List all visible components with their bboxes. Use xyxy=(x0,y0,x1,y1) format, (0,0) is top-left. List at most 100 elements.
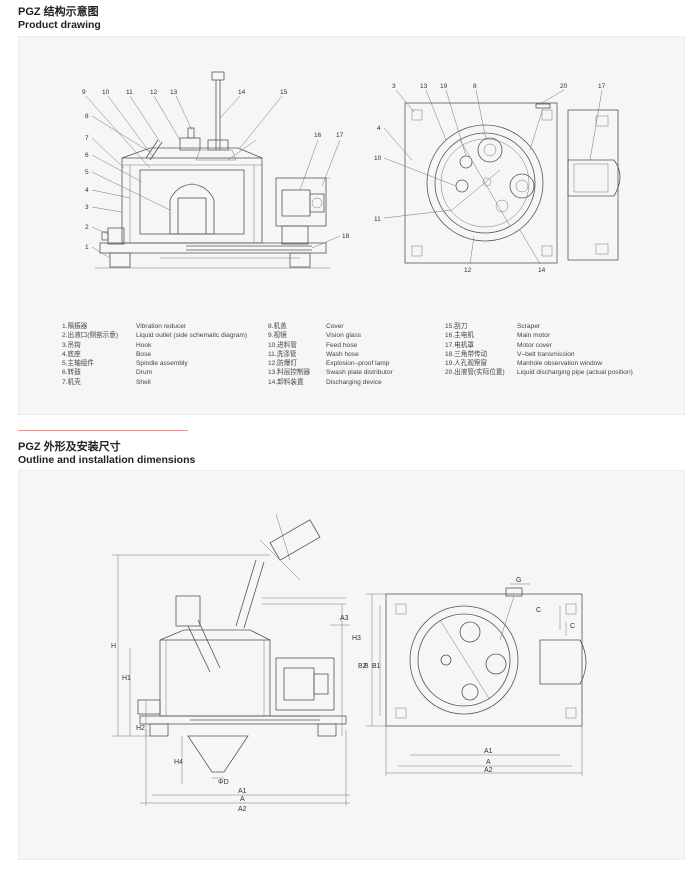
legend-item-en: Vision glass xyxy=(326,332,362,340)
top-label-14: 14 xyxy=(538,267,546,274)
section1-title-cn: PGZ 结构示意图 xyxy=(18,6,99,18)
dim-a2-top: A2 xyxy=(484,767,493,774)
dim-a2-side: A2 xyxy=(238,806,247,813)
section2-title: PGZ 外形及安装尺寸 Outline and installation dim… xyxy=(18,441,195,467)
legend-column-1: 1.隔振器 Vibration reducer 2.出液口(侧剖示意) Liquid … xyxy=(62,322,247,387)
product-drawing-panel xyxy=(18,36,685,415)
legend-item-en: Motor cover xyxy=(517,341,552,349)
legend-item-cn: 2.出液口(侧剖示意) xyxy=(62,332,119,340)
legend-item-cn: 18.三角带传动 xyxy=(445,350,488,358)
dim-b: B xyxy=(364,663,369,670)
legend-item-cn: 9.视镜 xyxy=(268,332,287,340)
legend-item-en: Shell xyxy=(136,378,151,386)
top-label-12: 12 xyxy=(464,267,472,274)
legend-item-en: Feed hose xyxy=(326,341,358,349)
dim-a-side: A xyxy=(240,796,245,803)
legend-item-en: Bose xyxy=(136,350,152,358)
legend-item: 4.底座 Bose xyxy=(62,350,247,359)
top-label-8: 8 xyxy=(473,83,477,90)
legend-column-2: 8.机盖 Cover 9.视镜 Vision glass 10.进料管 Feed hose… xyxy=(268,322,393,387)
top-label-10: 10 xyxy=(374,155,382,162)
legend-item-en: V–belt transmission xyxy=(517,350,575,358)
dim-a3: A3 xyxy=(340,615,349,622)
dim-c-1: C xyxy=(536,607,541,614)
legend-item-cn: 11.洗涤管 xyxy=(268,350,297,358)
top-view: 3 13 19 8 20 17 4 10 11 12 14 xyxy=(374,83,621,274)
legend-item-cn: 13.料层控制器 xyxy=(268,369,311,377)
front-label-11: 11 xyxy=(126,89,133,96)
front-label-10: 10 xyxy=(102,89,110,96)
legend-item: 8.机盖 Cover xyxy=(268,322,393,331)
legend-item-en: Main motor xyxy=(517,332,550,340)
front-label-4: 4 xyxy=(85,187,89,194)
front-label-1: 1 xyxy=(85,244,89,251)
top-label-13: 13 xyxy=(420,83,428,90)
top-label-19: 19 xyxy=(440,83,448,90)
outline-dimensions-panel xyxy=(18,470,685,860)
section2-title-cn: PGZ 外形及安装尺寸 xyxy=(18,441,121,453)
legend-item-cn: 20.出液管(实际位置) xyxy=(445,369,505,377)
legend-item-cn: 8.机盖 xyxy=(268,323,287,330)
legend-item-cn: 6.转鼓 xyxy=(62,369,81,377)
dim-b1: B1 xyxy=(372,663,381,670)
section1-title: PGZ 结构示意图 Product drawing xyxy=(18,6,101,32)
dim-a-top: A xyxy=(486,759,491,766)
front-label-6: 6 xyxy=(85,152,89,159)
legend-item-en: Manhole observation window xyxy=(517,360,603,368)
legend-item-en: Vibration reducer xyxy=(136,323,187,330)
legend-item-cn: 10.进料管 xyxy=(268,341,297,349)
front-label-8: 8 xyxy=(85,113,89,120)
legend-item: 18.三角带传动 V–belt transmission xyxy=(445,350,633,359)
legend-item-en: Liquid outlet (side schematic diagram) xyxy=(136,332,248,340)
top-label-20: 20 xyxy=(560,83,568,90)
legend-item-cn: 17.电机罩 xyxy=(445,341,474,349)
top-label-3: 3 xyxy=(392,83,396,90)
legend-item: 10.进料管 Feed hose xyxy=(268,341,393,350)
legend-item-cn: 14.卸料装置 xyxy=(268,378,304,386)
legend-item-cn: 7.机壳 xyxy=(62,378,81,386)
front-label-18: 18 xyxy=(342,233,350,240)
top-label-11: 11 xyxy=(374,216,381,223)
front-label-9: 9 xyxy=(82,89,86,96)
legend-item-en: Wash hose xyxy=(326,350,359,358)
legend-item-cn: 16.主电机 xyxy=(445,332,474,340)
dim-b2: B2 xyxy=(358,663,367,670)
front-label-14: 14 xyxy=(238,89,246,96)
legend-item: 2.出液口(侧剖示意) Liquid outlet (side schematic… xyxy=(62,331,247,340)
legend-item: 17.电机罩 Motor cover xyxy=(445,341,633,350)
legend-item: 1.隔振器 Vibration reducer xyxy=(62,322,247,331)
legend-item-en: Drum xyxy=(136,369,153,377)
legend-item-cn: 4.底座 xyxy=(62,350,81,358)
legend-item-cn: 1.隔振器 xyxy=(62,323,88,330)
dim-h4: H4 xyxy=(174,759,183,766)
product-drawing-svg: 1 2 3 4 5 6 7 8 9 10 11 12 13 14 15 16 1… xyxy=(82,71,621,274)
legend-item: 16.主电机 Main motor xyxy=(445,331,633,340)
front-label-17: 17 xyxy=(336,132,344,139)
front-label-5: 5 xyxy=(85,169,89,176)
section-separator xyxy=(18,430,188,431)
section2-title-en: Outline and installation dimensions xyxy=(18,454,196,466)
legend-item-en: Cover xyxy=(326,323,344,330)
front-label-3: 3 xyxy=(85,204,89,211)
dim-h2: H2 xyxy=(136,725,145,732)
front-label-12: 12 xyxy=(150,89,158,96)
legend-item-en: Liquid discharging pipe (actual position… xyxy=(517,369,633,377)
legend-item-cn: 12.防爆灯 xyxy=(268,360,297,368)
front-label-15: 15 xyxy=(280,89,288,96)
legend-item: 7.机壳 Shell xyxy=(62,378,247,387)
dim-c-2: C xyxy=(570,623,575,630)
dim-h: H xyxy=(111,643,116,650)
front-label-7: 7 xyxy=(85,135,89,142)
legend-item-cn: 3.吊钩 xyxy=(62,341,81,349)
legend-item-cn: 5.主轴组件 xyxy=(62,360,94,368)
outline-side-view: H H1 H2 H4 H3 A3 ΦD A1 A A2 xyxy=(111,513,361,813)
dim-d: ΦD xyxy=(218,779,229,786)
